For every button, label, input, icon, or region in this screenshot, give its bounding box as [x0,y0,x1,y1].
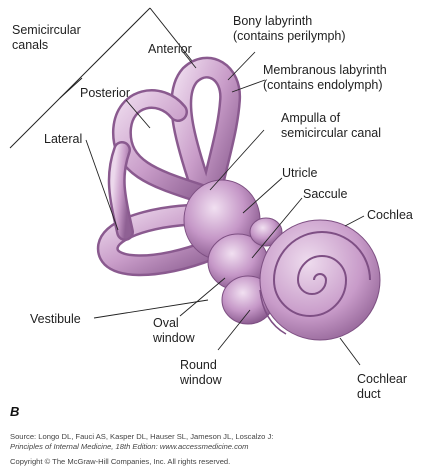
panel-letter: B [10,404,19,419]
copyright-line: Copyright © The McGraw-Hill Companies, I… [10,457,230,467]
label-posterior: Posterior [80,86,130,101]
label-utricle: Utricle [282,166,317,181]
label-oval-window: Oval window [153,316,195,346]
label-bony-labyrinth: Bony labyrinth (contains perilymph) [233,14,346,44]
source-line-1: Source: Longo DL, Fauci AS, Kasper DL, H… [10,432,273,442]
label-semicircular-canals: Semicircular canals [12,23,81,53]
source-line-2: Principles of Internal Medicine, 18th Ed… [10,442,248,452]
label-cochlear-duct: Cochlear duct [357,372,407,402]
label-vestibule: Vestibule [30,312,81,327]
label-saccule: Saccule [303,187,347,202]
label-ampulla: Ampulla of semicircular canal [281,111,381,141]
label-lateral: Lateral [44,132,82,147]
cochlea [260,220,380,340]
label-anterior: Anterior [148,42,192,57]
label-round-window: Round window [180,358,222,388]
label-cochlea: Cochlea [367,208,413,223]
label-membranous-labyrinth: Membranous labyrinth (contains endolymph… [263,63,387,93]
